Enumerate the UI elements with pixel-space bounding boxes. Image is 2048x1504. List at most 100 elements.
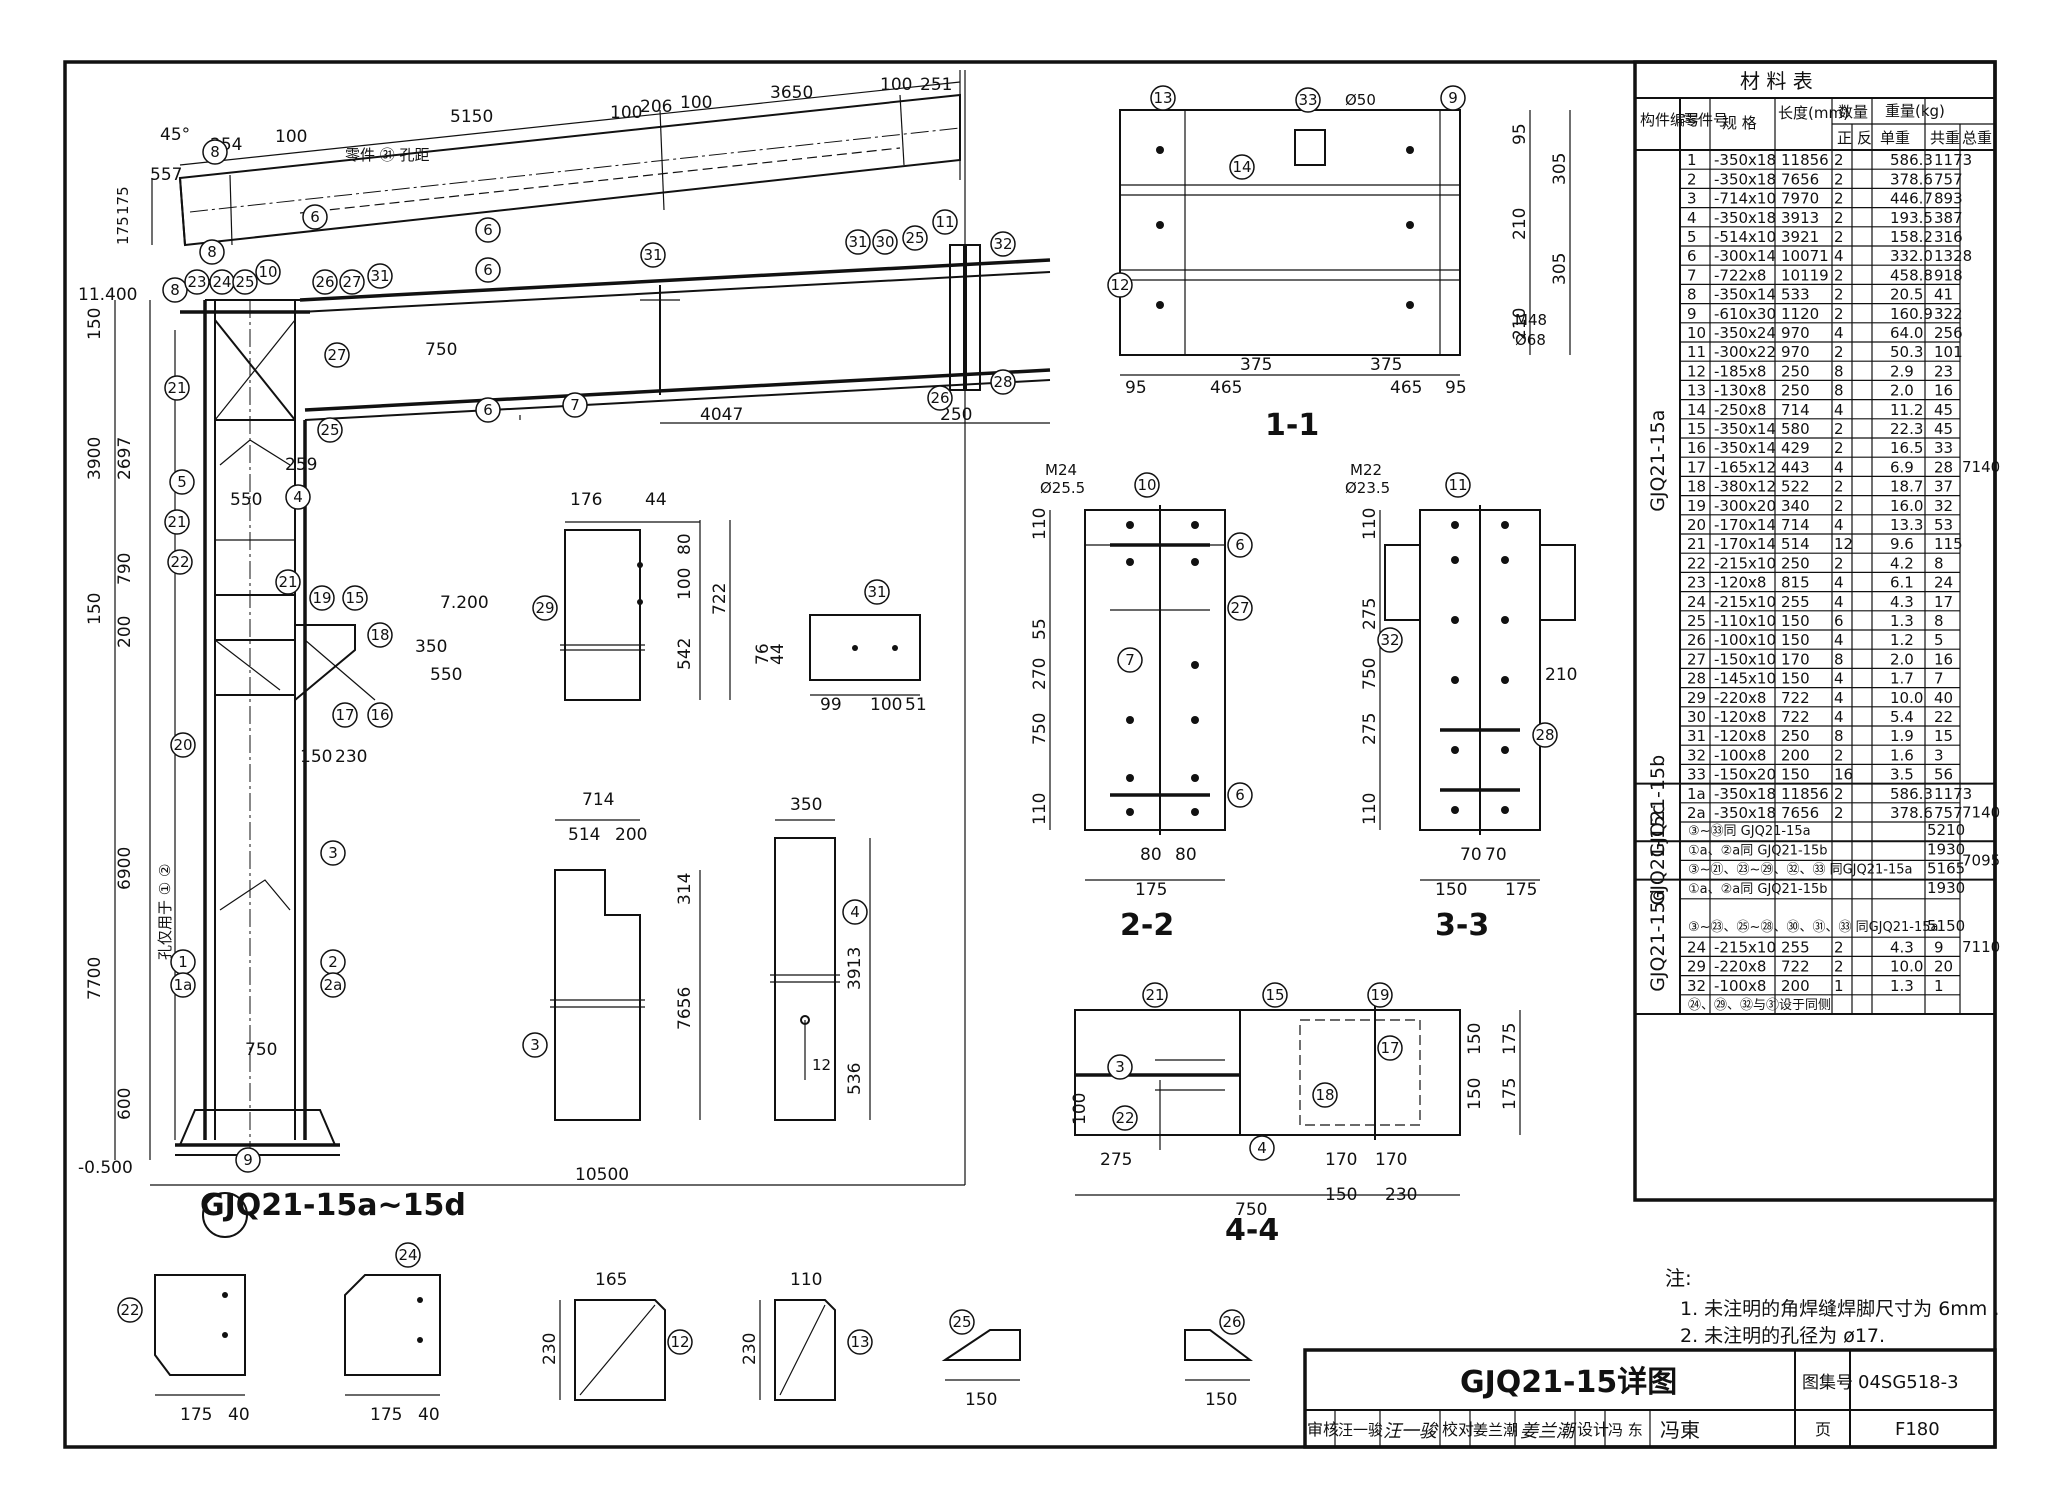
dim-label: 750	[425, 340, 457, 360]
table-cell: 150	[1781, 631, 1810, 649]
part-callout-6: 6	[302, 204, 328, 230]
dim-label: 110	[1030, 793, 1050, 825]
table-cell: 17	[1934, 593, 1953, 611]
dim-label: 150	[85, 308, 105, 340]
table-cell: 316	[1934, 228, 1963, 246]
table-cell: 4	[1834, 516, 1844, 534]
callout-number: 18	[370, 626, 389, 644]
dim-label: 40	[228, 1405, 250, 1425]
callout-circle	[170, 972, 196, 998]
callout-circle	[235, 1147, 261, 1173]
callout-circle	[202, 139, 228, 165]
table-cell: 26	[1687, 631, 1706, 649]
table-cell: 19	[1687, 497, 1706, 515]
callout-circle	[275, 569, 301, 595]
dim-label: 100	[680, 93, 712, 113]
callout-number: 28	[993, 373, 1012, 391]
table-cell: 20.5	[1890, 286, 1923, 304]
table-cell: -350x18	[1714, 785, 1776, 803]
part-callout-15: 15	[342, 585, 368, 611]
dim-label: 305	[1550, 153, 1570, 185]
table-cell: 29	[1687, 958, 1706, 976]
table-cell: 101	[1934, 343, 1963, 361]
callout-number: 2	[328, 953, 338, 971]
table-cell: 815	[1781, 574, 1810, 592]
table-header-qty: 数量	[1838, 103, 1868, 121]
member-group-name: GJQ21-15a	[1647, 410, 1669, 512]
table-header-member: 构件编号	[1640, 111, 1700, 129]
table-cell: 918	[1934, 266, 1963, 284]
callout-number: 20	[173, 736, 192, 754]
table-cell: 514	[1781, 535, 1810, 553]
table-cell: 7970	[1781, 190, 1819, 208]
table-cell: 170	[1781, 650, 1810, 668]
dim-label: 150	[1465, 1023, 1485, 1055]
callout-circle	[1227, 782, 1253, 808]
table-header-total: 共重	[1930, 129, 1960, 147]
dim-label: 165	[595, 1270, 627, 1290]
table-cell: 8	[1687, 286, 1697, 304]
callout-number: 24	[398, 1246, 417, 1264]
table-cell: 4	[1834, 689, 1844, 707]
table-cell: 56	[1934, 766, 1953, 784]
table-cell: -120x8	[1714, 708, 1766, 726]
table-cell: 11	[1687, 343, 1706, 361]
callout-number: 25	[320, 421, 339, 439]
table-cell: 2.0	[1890, 382, 1914, 400]
dim-label: 175	[1500, 1078, 1520, 1110]
dim-label: 275	[1360, 598, 1380, 630]
callout-circle	[1227, 595, 1253, 621]
part-callout-22: 22	[167, 549, 193, 575]
part-callout-25: 25	[949, 1309, 975, 1335]
table-cell: 1	[1834, 977, 1844, 995]
table-cell: 3	[1687, 190, 1697, 208]
member-group-total: 7095	[1962, 851, 2000, 869]
table-cell: 4.3	[1890, 938, 1914, 956]
table-cell: 7	[1934, 670, 1944, 688]
table-cell: 2	[1834, 343, 1844, 361]
part-callout-11: 11	[1445, 472, 1471, 498]
dim-label: 110	[1360, 508, 1380, 540]
member-group-total: 7110	[1962, 938, 2000, 956]
dim-label: 206	[640, 97, 672, 117]
dim-label: 100	[675, 568, 695, 600]
callout-number: 14	[1232, 158, 1251, 176]
table-header-part: 零件号	[1683, 111, 1728, 129]
dim-label: 80	[675, 533, 695, 555]
design-label: 设计	[1577, 1420, 1609, 1439]
callout-circle	[342, 585, 368, 611]
table-cell: 1173	[1934, 785, 1972, 803]
table-cell: 2	[1834, 958, 1844, 976]
table-cell: 50.3	[1890, 343, 1923, 361]
table-cell: -350x18	[1714, 151, 1776, 169]
dim-label: 80	[1140, 845, 1162, 865]
dim-label: 150	[965, 1390, 997, 1410]
checker-signature: 姜兰潮	[1520, 1421, 1577, 1442]
callout-circle	[184, 269, 210, 295]
table-cell: 2	[1687, 170, 1697, 188]
table-cell: -215x10	[1714, 593, 1776, 611]
part-callout-12: 12	[1107, 272, 1133, 298]
callout-number: 13	[1153, 89, 1172, 107]
table-cell: 53	[1934, 516, 1953, 534]
table-cell: 32	[1687, 746, 1706, 764]
table-cell: 17	[1687, 458, 1706, 476]
table-cell: 714	[1781, 401, 1810, 419]
table-cell: 1328	[1934, 247, 1972, 265]
table-cell: 64.0	[1890, 324, 1923, 342]
part-callout-18: 18	[367, 622, 393, 648]
table-cell: -610x30	[1714, 305, 1776, 323]
table-cell: 1.6	[1890, 746, 1914, 764]
dim-label: 350	[790, 795, 822, 815]
part-callout-27: 27	[1227, 595, 1253, 621]
callout-circle	[312, 269, 338, 295]
table-cell: 2a	[1687, 804, 1706, 822]
table-cell: 757	[1934, 804, 1963, 822]
table-cell: 5	[1687, 228, 1697, 246]
table-cell: 1	[1934, 977, 1944, 995]
dim-label: 250	[940, 405, 972, 425]
dim-label: 175	[114, 186, 132, 215]
callout-number: 31	[848, 233, 867, 251]
notes-label: 注:	[1665, 1266, 1692, 1290]
callout-circle	[169, 469, 195, 495]
